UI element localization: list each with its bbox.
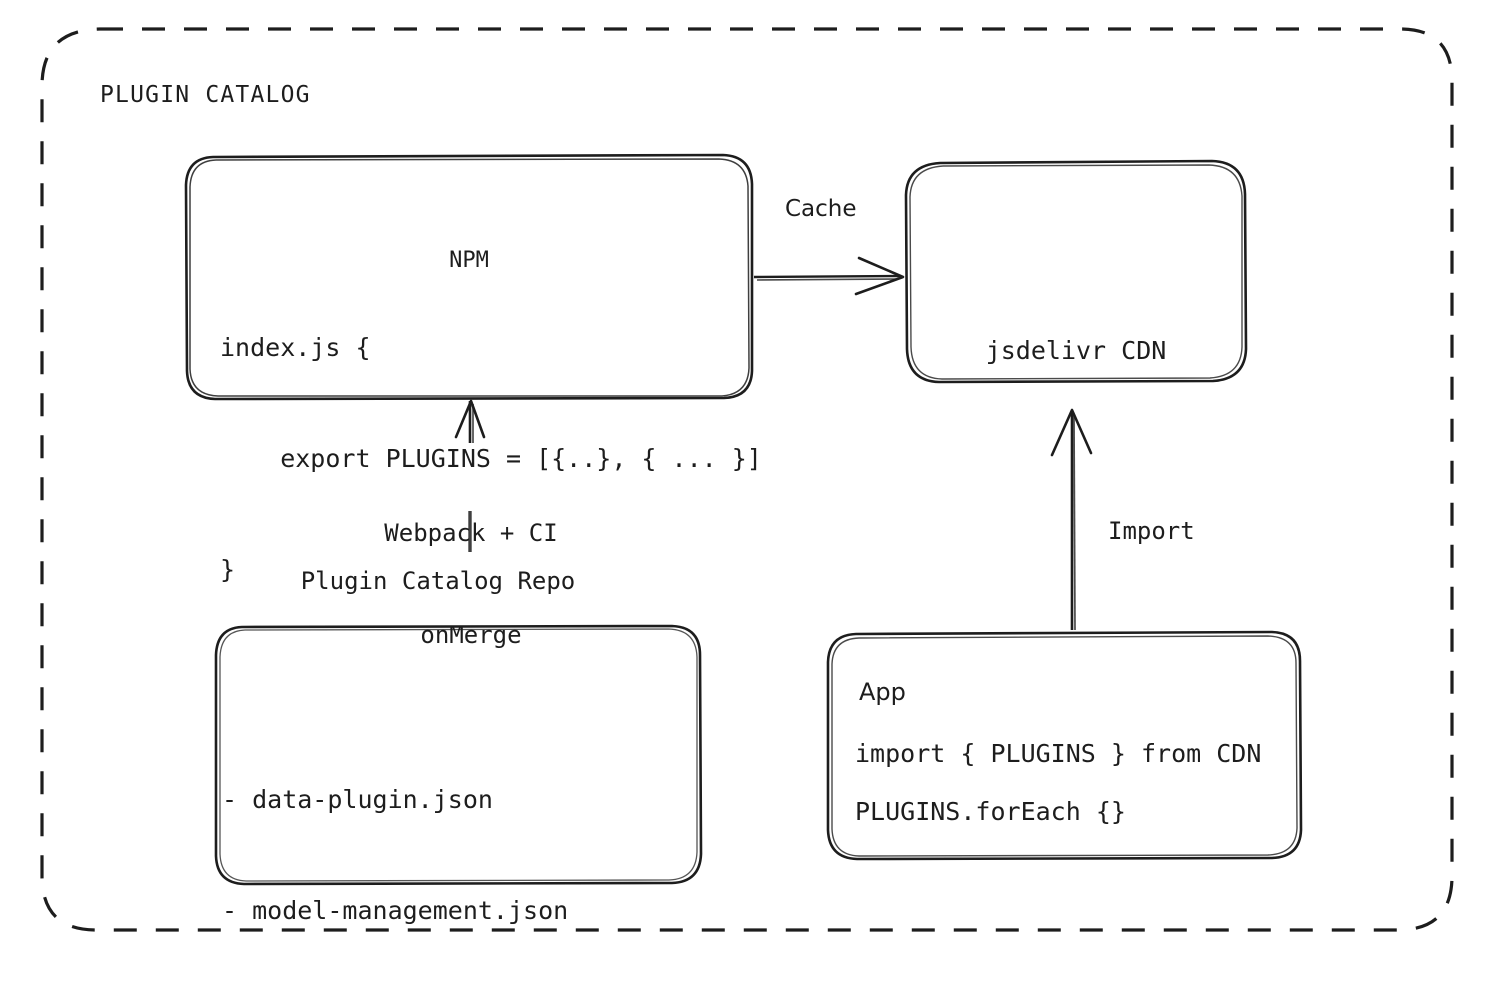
repo-item-2: - model-management.json [222, 896, 569, 925]
cdn-title-text: jsdelivr CDN [985, 336, 1167, 365]
cdn-node-title: jsdelivr CDN [906, 258, 1246, 443]
repo-caption: Plugin Catalog Repo [300, 567, 576, 595]
app-node-title: App [859, 678, 906, 706]
edge-label-build: Webpack + CI onMerge [321, 448, 621, 720]
edge-cache-arrow [753, 256, 905, 296]
npm-code-line-1: index.js { [220, 333, 371, 362]
npm-code-line-2: export PLUGINS = [{..}, { ... }] [220, 444, 762, 473]
edge-label-build-line-1: Webpack + CI [384, 519, 558, 547]
npm-code-line-3: } [220, 555, 236, 584]
edge-label-cache: Cache [785, 196, 857, 222]
group-title: PLUGIN CATALOG [100, 82, 311, 108]
repo-item-1: - data-plugin.json [222, 785, 493, 814]
app-code-line-1: import { PLUGINS } from CDN [855, 739, 1262, 768]
edge-import-arrow [1050, 408, 1093, 631]
npm-node-title: NPM [186, 198, 752, 323]
npm-code-block: index.js { export PLUGINS = [{..}, { ...… [220, 255, 762, 662]
edge-label-import: Import [1108, 517, 1195, 545]
app-code-line-2: PLUGINS.forEach {} [855, 797, 1126, 826]
repo-item-list: - data-plugin.json - model-management.js… [222, 707, 568, 1002]
npm-title-text: NPM [449, 248, 489, 273]
edge-label-build-line-2: onMerge [420, 621, 522, 649]
